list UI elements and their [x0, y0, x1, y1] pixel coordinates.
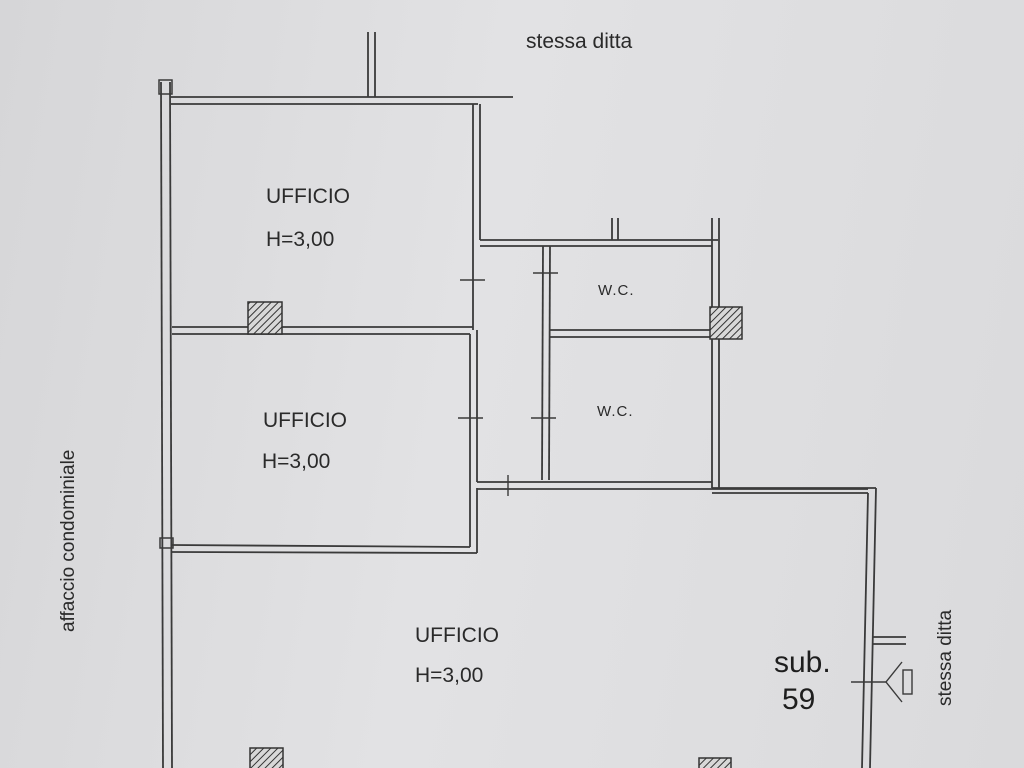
pillar — [698, 757, 732, 768]
room-2-name: UFFICIO — [263, 409, 347, 432]
office-2-walls — [171, 330, 478, 554]
entrance-symbol-icon — [851, 661, 913, 703]
top-wall — [170, 32, 513, 105]
room-2-height: H=3,00 — [262, 450, 331, 473]
right-neighbor-label: stessa ditta — [935, 609, 956, 706]
pillar — [709, 306, 743, 340]
wc-2-label: W.C. — [597, 403, 634, 420]
main-office-walls — [477, 481, 906, 768]
room-1-name: UFFICIO — [266, 185, 350, 208]
room-1-height: H=3,00 — [266, 228, 335, 251]
left-side-label: affaccio condominiale — [58, 449, 79, 632]
left-outer-wall — [158, 79, 174, 768]
pillar — [247, 301, 283, 335]
door-marks — [458, 272, 558, 496]
room-3-height: H=3,00 — [415, 664, 484, 687]
unit-label: sub. — [774, 646, 831, 679]
top-neighbor-label: stessa ditta — [526, 30, 633, 53]
office-1-right-wall — [472, 104, 481, 330]
wc-1-label: W.C. — [598, 282, 635, 299]
pillar — [249, 747, 284, 768]
corridor-top-wall — [480, 218, 720, 488]
room-3-name: UFFICIO — [415, 624, 499, 647]
unit-number: 59 — [782, 683, 816, 716]
office-divider-wall — [172, 326, 473, 335]
wc-walls — [541, 245, 712, 481]
